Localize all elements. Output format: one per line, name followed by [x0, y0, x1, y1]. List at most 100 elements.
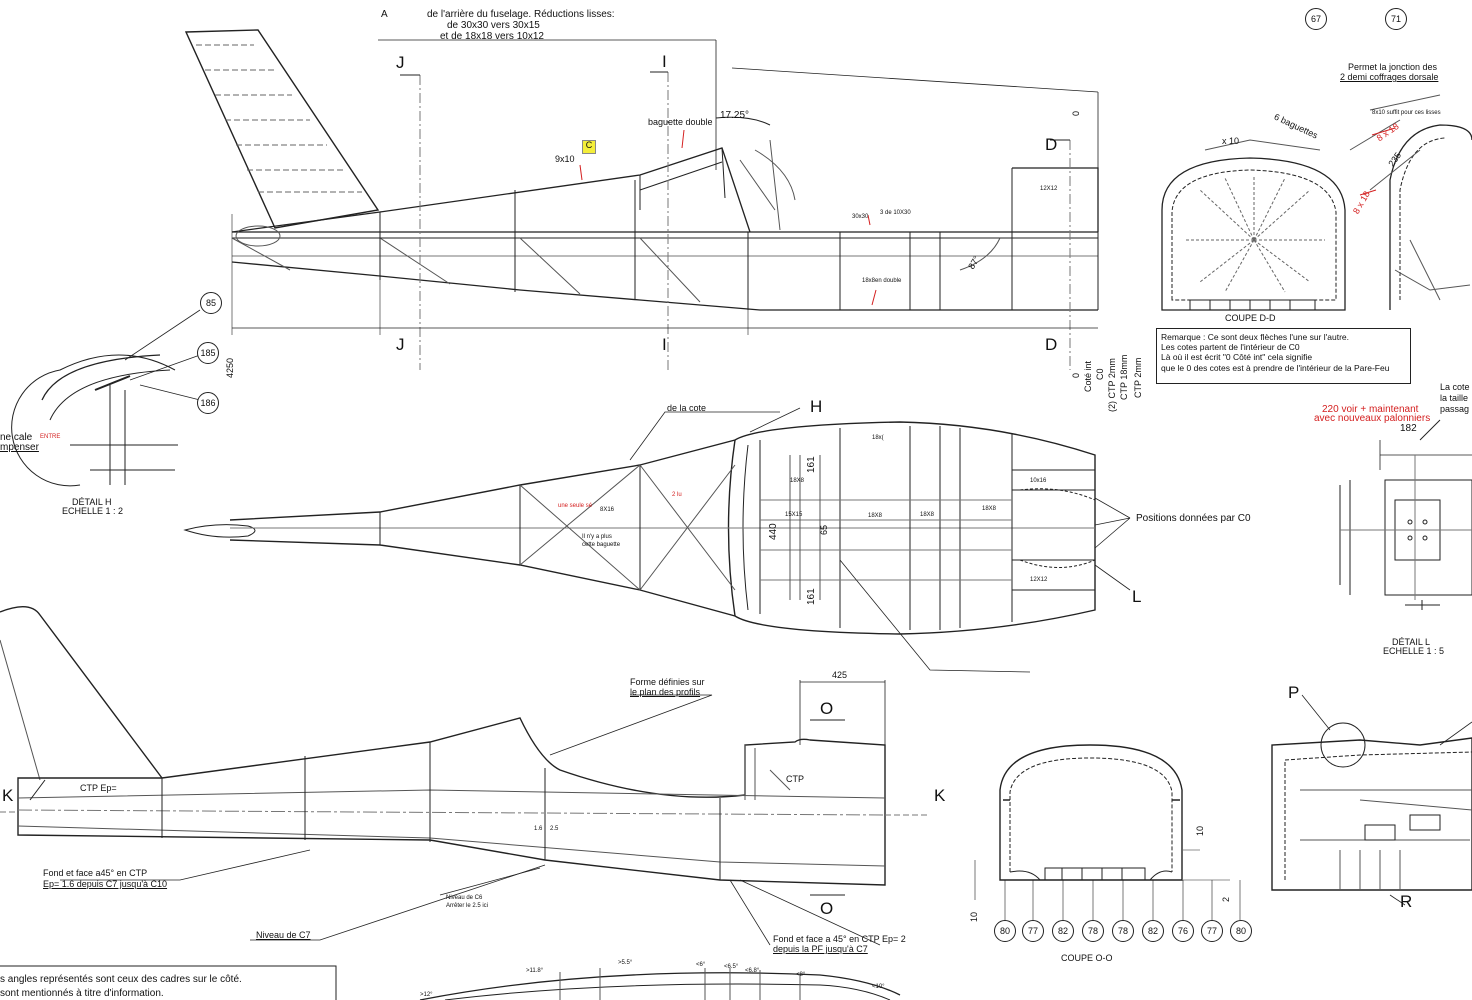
niveau-c6-line1: Niveau de C6 — [446, 895, 483, 901]
forme-note-line1: Forme définies sur — [630, 677, 705, 687]
balloon-77-left: 77 — [1022, 920, 1044, 942]
angle-17-label: 17.25° — [720, 110, 750, 121]
fond-note-2-line1: Fond et face a 45° en CTP Ep= 2 — [773, 934, 906, 944]
coupe-dd-title: COUPE D-D — [1225, 313, 1276, 323]
dorsal-note-line2: 2 demi coffrages dorsale — [1340, 72, 1439, 82]
section-marker-o-bottom: O — [820, 899, 834, 918]
section-marker-i-top: I — [662, 52, 667, 71]
dim-4250-label: 4250 — [225, 357, 235, 378]
balloon-185: 185 — [197, 342, 219, 364]
dim-3de10x30-label: 3 de 10X30 — [880, 210, 911, 216]
flag-icon: C — [582, 140, 596, 154]
dorsal-small-note: 8x10 suffit pour ces lisses — [1372, 110, 1441, 116]
dim-18x8-b: 18X8 — [868, 513, 883, 519]
dim-161-bottom: 161 — [806, 588, 817, 605]
dim-30x30-label: 30x30 — [852, 214, 869, 220]
coupe-dd-x10: x 10 — [1222, 136, 1240, 146]
detail-p-partial — [1271, 694, 1472, 906]
dim-9x10-label: 9x10 — [555, 154, 575, 164]
detail-h — [11, 309, 201, 487]
balloon-186: 186 — [197, 392, 219, 414]
angle-6-8: <6.8° — [745, 968, 760, 974]
lisse-double-label: 18x8en double — [862, 278, 902, 284]
remarque-line1: Remarque : Ce sont deux flèches l'une su… — [1161, 332, 1349, 342]
dorsal-note-line1: Permet la jonction des — [1348, 62, 1438, 72]
angles-note-line2: sont mentionnés à titre d'information. — [0, 988, 164, 999]
de-la-cote-label: de la cote — [667, 403, 707, 413]
detail-l-title: DÉTAIL L — [1392, 637, 1431, 647]
balloon-82-left: 82 — [1052, 920, 1074, 942]
cote-note-line3: passag — [1440, 404, 1470, 414]
angle-6: <6° — [696, 962, 706, 968]
top-note-line1: de l'arrière du fuselage. Réductions lis… — [427, 9, 615, 20]
detail-l-red-note-2: avec nouveaux palonniers — [1314, 413, 1431, 424]
detail-marker-l: L — [1132, 587, 1142, 606]
cale-note-line2: mpenser — [0, 442, 39, 453]
remarque-line4: que le 0 des cotes est à prendre de l'in… — [1161, 362, 1390, 373]
section-marker-d-bottom: D — [1045, 335, 1058, 354]
ref-label-ctp2-double: (2) CTP 2mm — [1107, 358, 1117, 412]
angle-12: >12° — [420, 992, 433, 998]
section-marker-j-bottom: J — [396, 335, 405, 354]
note-plus-baguette-line2: cette baguette — [582, 542, 621, 548]
dim-12x12-top-view: 12X12 — [1030, 577, 1048, 583]
angle-6-5: <6.5° — [724, 964, 739, 970]
fuselage-bottom-view — [0, 606, 930, 946]
dim-18x8-c: 18X8 — [920, 512, 935, 518]
coupe-oo-dim-10b: 10 — [969, 911, 979, 922]
coupe-oo-section — [974, 744, 1241, 920]
ctp-label: CTP — [786, 774, 804, 784]
detail-marker-p: P — [1288, 683, 1300, 702]
fond-note-1-line2: Ep= 1.6 depuis C7 jusqu'à C10 — [43, 879, 168, 889]
coupe-oo-dim-2: 2 — [1221, 896, 1231, 902]
dim-425: 425 — [832, 670, 848, 680]
section-marker-d-top: D — [1045, 135, 1058, 154]
fuselage-top-view — [183, 407, 1131, 673]
remarque-line3: Là où il est écrit "0 Côté int" cela sig… — [1161, 352, 1313, 363]
zero-label: 0 — [1071, 110, 1081, 116]
niveau-c6-line2: Arrêter le 2.5 ici — [446, 903, 489, 909]
positions-c0-note: Positions données par C0 — [1136, 513, 1251, 524]
dorsal-section-partial — [1349, 94, 1472, 310]
dim-161-top: 161 — [806, 456, 817, 473]
baguette-double-label: baguette double — [648, 117, 713, 127]
dim-18x8-label: 18X8 — [790, 478, 805, 484]
ref-label-0: 0 — [1071, 372, 1081, 378]
top-note-line2: de 30x30 vers 30x15 — [447, 20, 540, 31]
section-marker-o-top: O — [820, 699, 834, 718]
angle-10: <10° — [872, 984, 885, 990]
fond-note-2-line2: depuis la PF jusqu'à C7 — [773, 944, 868, 954]
balloon-76: 76 — [1172, 920, 1194, 942]
detail-marker-r: R — [1400, 892, 1413, 911]
balloon-67: 67 — [1305, 8, 1327, 30]
red-note-seule: une seule sé — [558, 503, 593, 509]
detail-l — [1339, 419, 1472, 610]
dim-18x-top: 18x( — [872, 435, 884, 441]
balloon-78-left: 78 — [1082, 920, 1104, 942]
dim-8x16-label: 8X16 — [600, 507, 615, 513]
balloon-78-right: 78 — [1112, 920, 1134, 942]
detail-marker-h: H — [810, 397, 823, 416]
dim-182: 182 — [1400, 423, 1417, 434]
cote-note-line2: la taille — [1440, 393, 1469, 403]
balloon-80-left: 80 — [994, 920, 1016, 942]
balloon-80-right: 80 — [1230, 920, 1252, 942]
top-note-line3: et de 18x18 vers 10x12 — [440, 31, 544, 42]
angle-5-5: >5.5° — [618, 960, 633, 966]
coupe-oo-dim-10a: 10 — [1195, 825, 1205, 836]
angles-note-line1: s angles représentés sont ceux des cadre… — [0, 974, 242, 985]
coupe-oo-title: COUPE O-O — [1061, 953, 1113, 963]
bottom-frame-partial — [419, 968, 901, 1000]
dim-65: 65 — [819, 524, 829, 535]
niveau-c7-label: Niveau de C7 — [256, 930, 311, 940]
dim-10x16-label: 10x16 — [1030, 478, 1047, 484]
detail-h-title: DÉTAIL H — [72, 497, 112, 507]
fond-note-1-line1: Fond et face a45° en CTP — [43, 868, 148, 878]
section-marker-k-right: K — [934, 786, 946, 805]
ref-label-c0: C0 — [1095, 368, 1105, 380]
cale-note-red: ENTRE — [40, 434, 61, 440]
dim-2-5: 2.5 — [550, 826, 559, 832]
dim-12x12-label: 12X12 — [1040, 186, 1058, 192]
angle-11-8: >11.8° — [526, 968, 544, 974]
